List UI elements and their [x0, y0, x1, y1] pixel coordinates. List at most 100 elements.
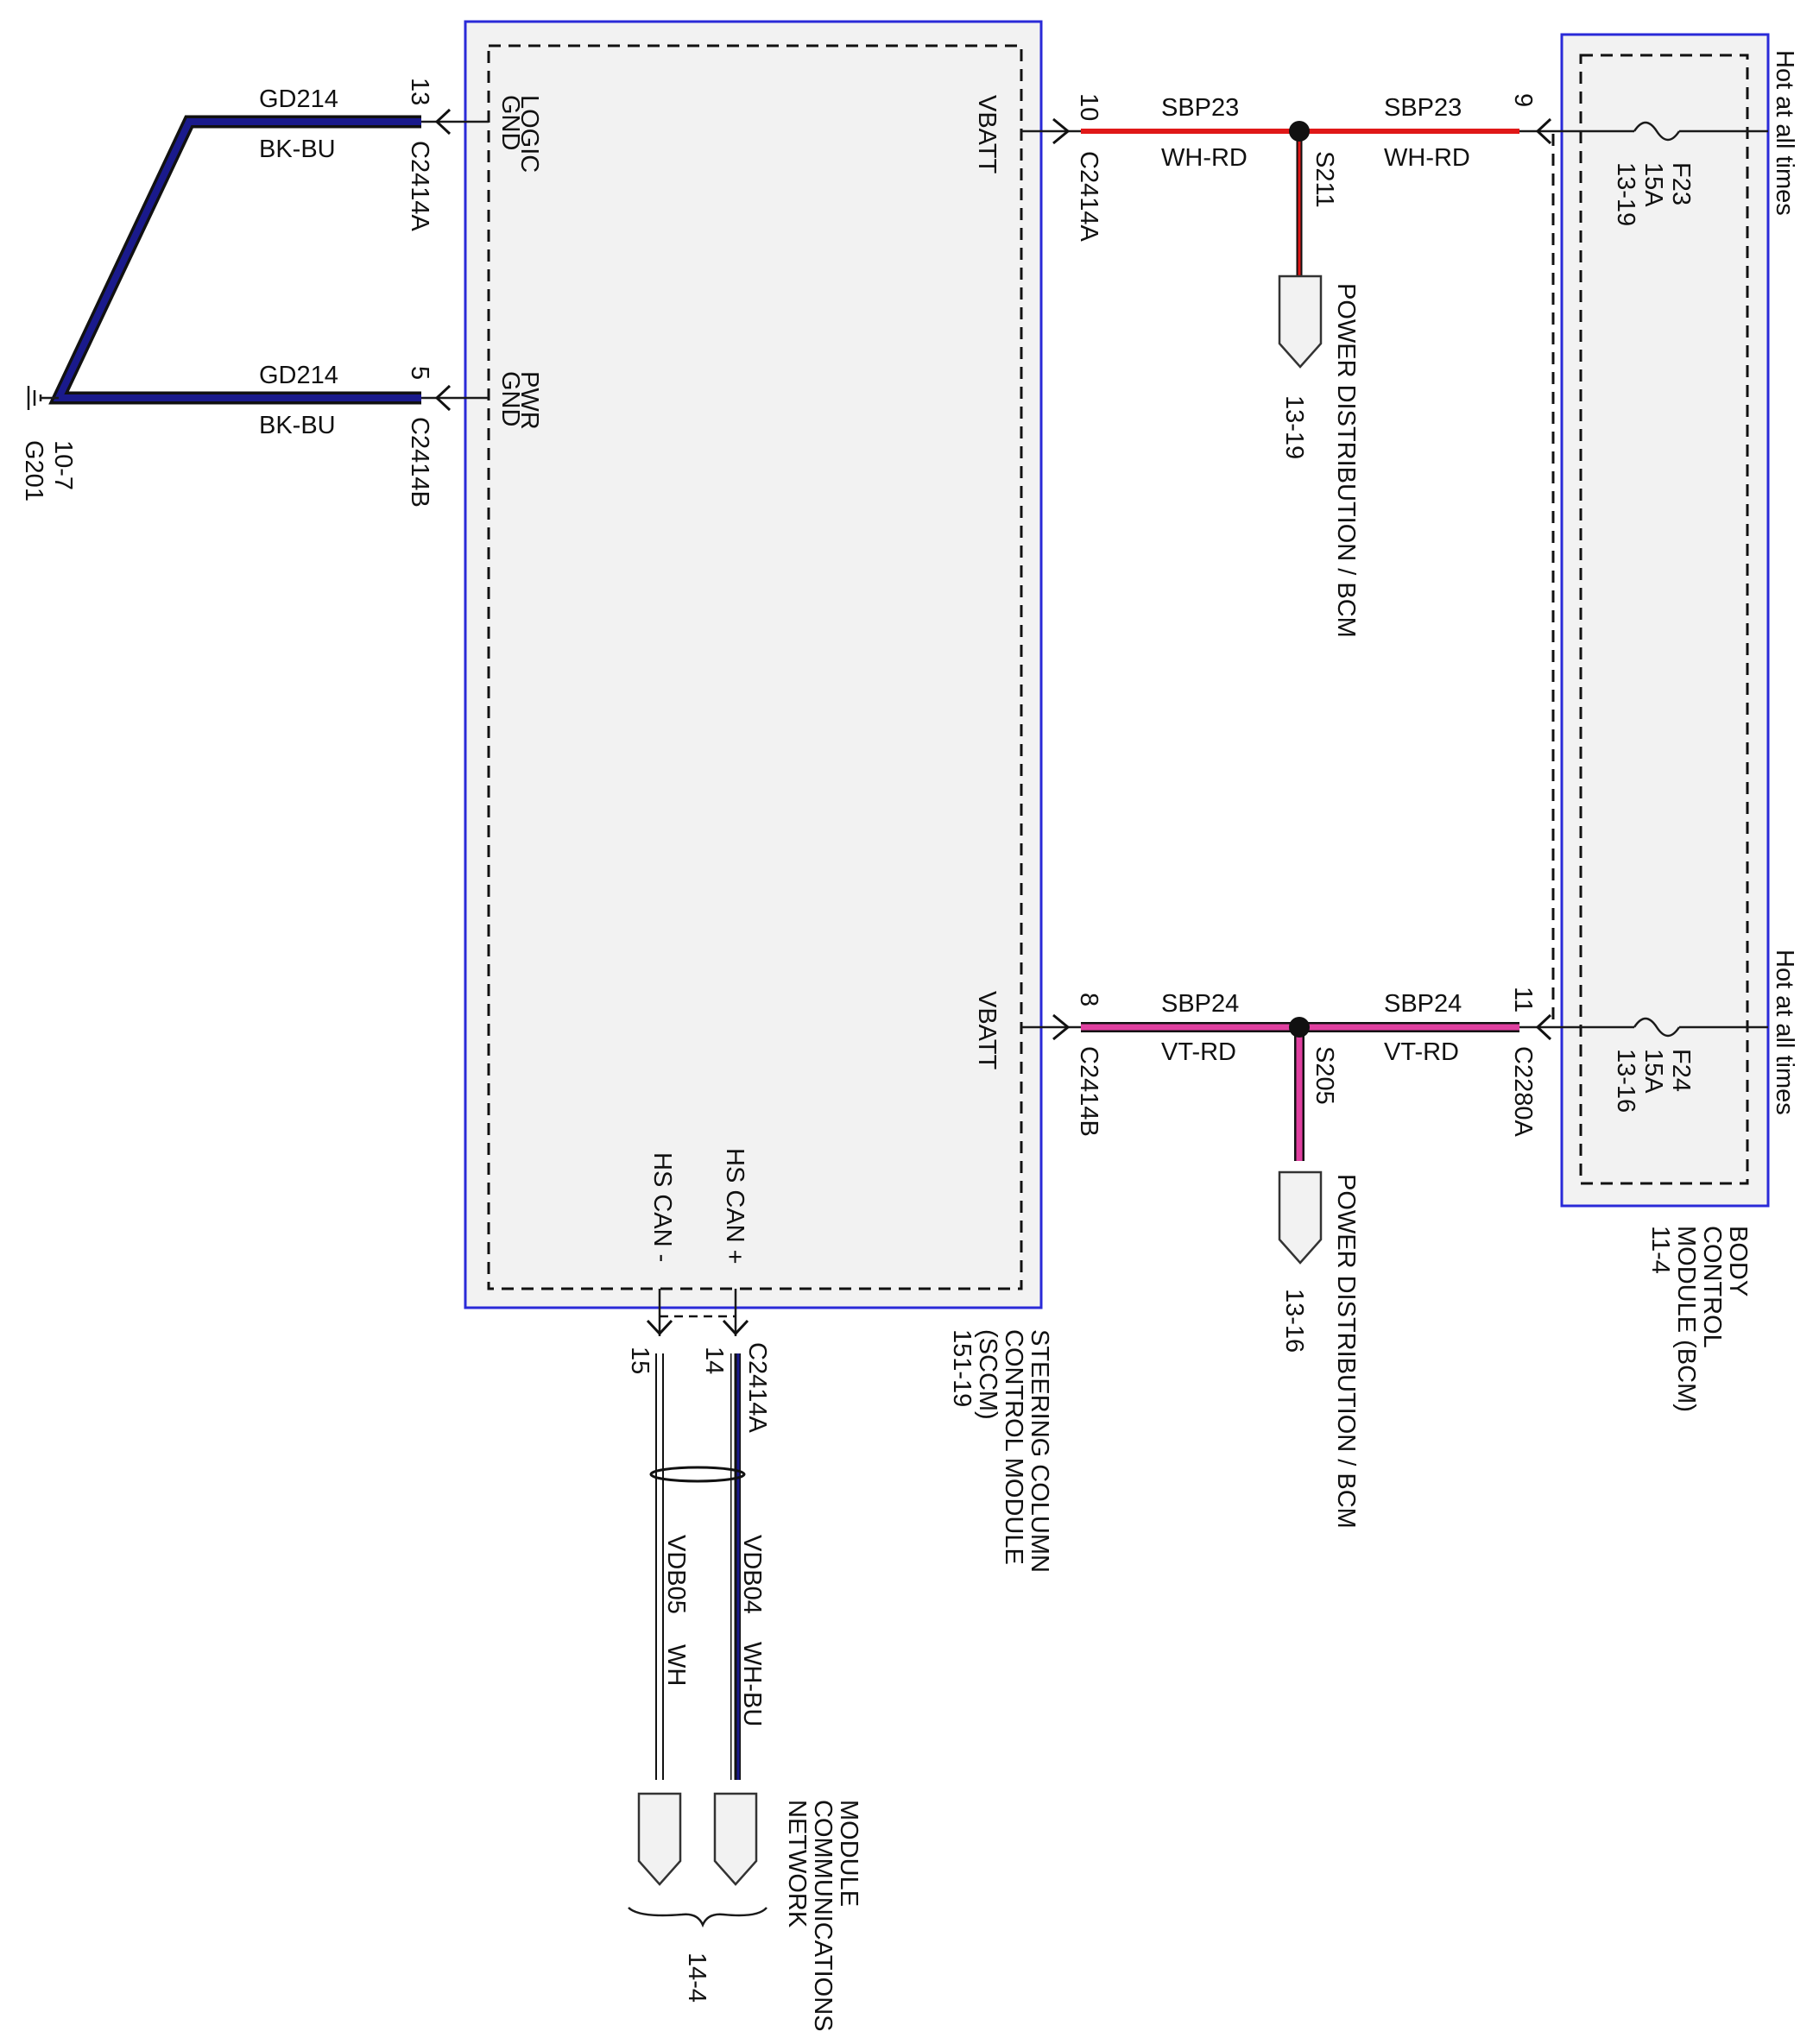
connector-arrow-bcm-top: [1535, 117, 1552, 145]
wire-vdb04: [730, 1353, 741, 1780]
connector-arrow-vbatt-top: [1052, 117, 1071, 145]
sccm-module-name: STEERING COLUMN CONTROL MODULE (SCCM) 15…: [948, 1329, 1053, 1573]
svg-text:11-4: 11-4: [1646, 1226, 1674, 1274]
ground-symbol: [27, 386, 59, 410]
svg-text:LOGIC: LOGIC: [515, 95, 543, 173]
fuse-f23-label: F23 15A 13-19: [1612, 162, 1695, 226]
svg-text:F23: F23: [1667, 162, 1695, 205]
pin-15: 15: [626, 1347, 654, 1374]
gnd-color-bottom: BK-BU: [259, 412, 336, 439]
svg-text:151-19: 151-19: [948, 1329, 976, 1407]
color-sbp24-left: VT-RD: [1161, 1038, 1236, 1066]
color-vdb04: WH-BU: [738, 1642, 766, 1726]
power-dist-label-bottom: POWER DISTRIBUTION / BCM: [1332, 1174, 1360, 1529]
circuit-sbp24-right: SBP24: [1384, 990, 1462, 1018]
pin-10: 10: [1075, 93, 1102, 121]
pin-label-logic-gnd: LOGIC GND: [496, 95, 543, 173]
gnd-circuit-bottom: GD214: [259, 362, 338, 389]
fuse-f24-label: F24 15A 13-16: [1612, 1049, 1695, 1113]
splice-s205: S205: [1311, 1046, 1338, 1105]
color-sbp24-right: VT-RD: [1384, 1038, 1459, 1066]
ground-id: G201: [20, 440, 47, 502]
circuit-sbp24-left: SBP24: [1161, 990, 1239, 1018]
network-arrow-vdb05: [637, 1792, 682, 1886]
pin-9: 9: [1509, 93, 1537, 107]
splice-dot-s205: [1289, 1017, 1310, 1038]
ground-wires: [48, 115, 421, 405]
fuse-f24: [1633, 1017, 1681, 1038]
twisted-pair-symbol: [649, 1466, 746, 1483]
connector-c2414a-can: C2414A: [743, 1342, 771, 1433]
circuit-vdb05: VDB05: [662, 1535, 690, 1614]
svg-text:BODY: BODY: [1724, 1226, 1752, 1296]
circuit-sbp23-right: SBP23: [1384, 94, 1462, 122]
connector-arrow-gnd-top: [421, 108, 489, 136]
network-brace: [628, 1907, 768, 1928]
connector-c2414a-top: C2414A: [1075, 151, 1102, 242]
power-dist-ref-top: 13-19: [1280, 395, 1308, 459]
hot-label-top: Hot at all times: [1771, 50, 1798, 216]
splice-dot-s211: [1289, 121, 1310, 142]
svg-text:COMMUNICATIONS: COMMUNICATIONS: [809, 1800, 837, 2032]
connector-c2280a: C2280A: [1509, 1046, 1537, 1137]
circuit-vdb04: VDB04: [738, 1535, 766, 1614]
sccm-module-box: [464, 20, 1043, 1309]
gnd-connector-top: C2414A: [406, 141, 433, 231]
svg-text:(SCCM): (SCCM): [974, 1329, 1001, 1420]
sccm-inner-boundary: [487, 44, 1023, 1290]
svg-text:13-16: 13-16: [1612, 1049, 1639, 1113]
color-sbp23-left: WH-RD: [1161, 144, 1248, 172]
svg-text:CONTROL: CONTROL: [1698, 1226, 1726, 1348]
gnd-pin-bottom: 5: [406, 366, 433, 380]
gnd-pin-top: 13: [406, 78, 433, 105]
pin-label-vbatt-top: VBATT: [973, 95, 1001, 174]
pin-label-hs-can-minus: HS CAN -: [648, 1152, 676, 1262]
circuit-sbp23-left: SBP23: [1161, 94, 1239, 122]
bcm-module-box: [1560, 33, 1770, 1208]
network-dest-label: MODULE COMMUNICATIONS NETWORK: [783, 1800, 862, 2032]
network-arrow-vdb04: [713, 1792, 758, 1886]
hot-label-bottom: Hot at all times: [1771, 949, 1798, 1115]
pin-14: 14: [700, 1347, 728, 1374]
svg-text:F24: F24: [1667, 1049, 1695, 1092]
pin-8: 8: [1075, 993, 1102, 1006]
svg-text:STEERING COLUMN: STEERING COLUMN: [1026, 1329, 1053, 1573]
fuse-f23: [1633, 121, 1681, 142]
power-dist-arrow-bottom: [1278, 1170, 1323, 1265]
connector-arrow-vbatt-bottom: [1052, 1013, 1071, 1041]
network-dest-ref: 14-4: [683, 1953, 711, 2003]
pin-label-pwr-gnd: PWR GND: [496, 371, 543, 430]
color-vdb05: WH: [662, 1644, 690, 1686]
svg-text:PWR: PWR: [515, 371, 543, 430]
gnd-color-top: BK-BU: [259, 136, 336, 163]
svg-text:NETWORK: NETWORK: [783, 1800, 811, 1928]
svg-text:MODULE: MODULE: [835, 1800, 862, 1907]
pin-label-hs-can-plus: HS CAN +: [721, 1148, 749, 1265]
ground-label: G201 10-7: [20, 440, 77, 502]
connector-arrow-can-minus: [646, 1319, 673, 1336]
connector-arrow-bcm-bottom: [1535, 1013, 1552, 1041]
power-dist-label-top: POWER DISTRIBUTION / BCM: [1332, 283, 1360, 638]
gnd-connector-bottom: C2414B: [406, 417, 433, 508]
pin-label-vbatt-bottom: VBATT: [973, 991, 1001, 1070]
svg-text:CONTROL MODULE: CONTROL MODULE: [1000, 1329, 1027, 1565]
svg-text:MODULE (BCM): MODULE (BCM): [1672, 1226, 1700, 1412]
wire-sbp24: [1081, 1022, 1519, 1161]
pin-11: 11: [1509, 987, 1537, 1013]
splice-s211: S211: [1311, 151, 1338, 208]
svg-text:15A: 15A: [1639, 1049, 1667, 1094]
power-dist-ref-bottom: 13-16: [1280, 1289, 1308, 1353]
connector-c2414b-bottom: C2414B: [1075, 1046, 1102, 1137]
svg-text:13-19: 13-19: [1612, 162, 1639, 226]
gnd-circuit-top: GD214: [259, 85, 338, 113]
bcm-inner-boundary: [1579, 54, 1749, 1185]
svg-text:15A: 15A: [1639, 162, 1667, 207]
bcm-module-name: BODY CONTROL MODULE (BCM) 11-4: [1646, 1226, 1752, 1412]
svg-text:GND: GND: [496, 371, 524, 426]
color-sbp23-right: WH-RD: [1384, 144, 1470, 172]
power-dist-arrow-top: [1278, 274, 1323, 369]
connector-arrow-can-plus: [722, 1319, 749, 1336]
svg-text:GND: GND: [496, 95, 524, 150]
connector-arrow-gnd-bottom: [421, 384, 489, 412]
